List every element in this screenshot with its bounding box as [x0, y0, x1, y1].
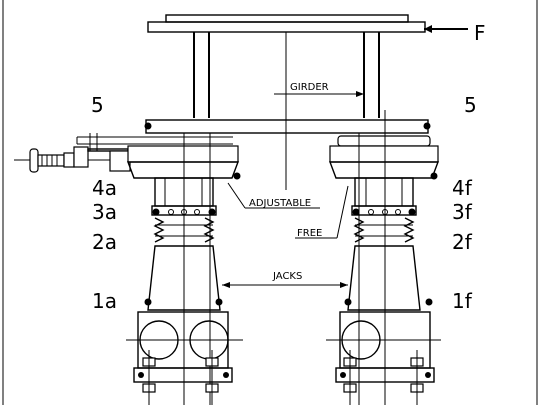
left-plate-pin-2 — [181, 209, 187, 215]
adjust-bracket — [73, 146, 89, 168]
jacks-leader-arrow-left — [222, 282, 230, 288]
left-plate-bolt-1 — [152, 208, 160, 216]
right-saddle-bolt — [430, 172, 438, 180]
left-jack-body — [147, 245, 221, 311]
left-saddle-bolt — [233, 172, 241, 180]
left-saddle-lower — [126, 161, 240, 179]
level-3-right-label: 3f — [452, 200, 473, 224]
top-plate — [147, 21, 426, 33]
right-spring-inner — [403, 217, 415, 243]
left-plate-pin-1 — [168, 209, 174, 215]
jacks-label: JACKS — [272, 271, 302, 282]
level-5-left-label: 5 — [91, 93, 104, 117]
level-1-left-label: 1a — [92, 289, 117, 313]
right-jack-bolt-1 — [344, 298, 352, 306]
right-plate-pin-3 — [395, 209, 401, 215]
left-saddle-upper — [127, 145, 239, 163]
right-plate-pin-1 — [368, 209, 374, 215]
right-saddle-cap — [337, 135, 431, 147]
crossbeam-left-bolt — [144, 122, 152, 130]
girder-label: GIRDER — [290, 82, 329, 93]
right-base-foot — [335, 367, 435, 383]
level-2-right-label: 2f — [452, 230, 473, 254]
right-plate-bolt-1 — [352, 208, 360, 216]
level-2-left-label: 2a — [92, 230, 117, 254]
right-anchor-bolts — [343, 350, 424, 405]
left-anchor-bolts — [142, 350, 219, 405]
right-jack-bolt-2 — [425, 298, 433, 306]
right-spring-outer — [353, 217, 365, 243]
right-plate-bolt-2 — [408, 208, 416, 216]
left-jack-bolt-1 — [144, 298, 152, 306]
left-spring-inner — [203, 217, 215, 243]
right-foot-bolt-2 — [425, 372, 431, 378]
left-foot-bolt-1 — [138, 372, 144, 378]
right-plate-pin-2 — [382, 209, 388, 215]
adjustable-leader-diagonal — [227, 182, 246, 209]
girder-leader-arrow — [356, 91, 364, 97]
level-5-right-label: 5 — [464, 93, 477, 117]
free-label: FREE — [297, 228, 322, 239]
free-leader-diagonal — [336, 185, 349, 239]
top-plate-cap — [165, 14, 409, 23]
left-base-foot — [133, 367, 233, 383]
crossbeam-right-bolt — [423, 122, 431, 130]
adjustable-label: ADJUSTABLE — [249, 198, 311, 209]
force-label: F — [474, 21, 486, 45]
right-block-level-4 — [354, 177, 414, 207]
force-arrow-head — [424, 25, 432, 33]
right-base-wheel — [341, 320, 381, 360]
right-foot-bolt-1 — [340, 372, 346, 378]
adjust-screw-collar — [63, 152, 75, 168]
level-1-right-label: 1f — [452, 289, 473, 313]
left-foot-bolt-2 — [223, 372, 229, 378]
adjust-knob — [29, 148, 39, 173]
level-3-left-label: 3a — [92, 200, 117, 224]
adjust-nut-block — [109, 150, 131, 172]
right-saddle-lower — [328, 161, 440, 179]
jacks-leader-arrow-right — [340, 282, 348, 288]
level-4-right-label: 4f — [452, 176, 473, 200]
left-jack-bolt-2 — [215, 298, 223, 306]
right-jack-body — [347, 245, 421, 311]
left-plate-pin-3 — [194, 209, 200, 215]
left-spring-outer — [153, 217, 165, 243]
level-4-left-label: 4a — [92, 176, 117, 200]
left-plate-bolt-2 — [208, 208, 216, 216]
right-plate-level-3 — [351, 205, 417, 216]
right-saddle-upper — [329, 145, 439, 163]
crossbeam-level-5 — [145, 119, 429, 134]
